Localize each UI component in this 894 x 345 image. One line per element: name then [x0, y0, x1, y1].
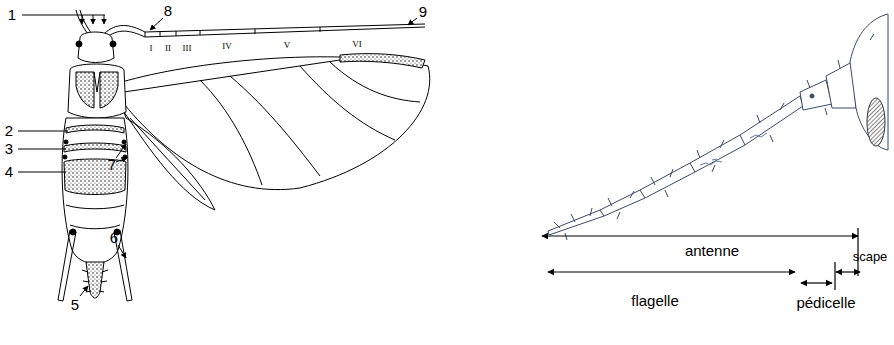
- label-holder: I: [150, 37, 153, 55]
- label-holder: III: [183, 37, 192, 55]
- segment-numeral: V: [284, 40, 291, 50]
- segment-numeral: VI: [352, 39, 362, 49]
- label-holder: pédicelle: [796, 294, 855, 312]
- label-holder: II: [165, 37, 171, 55]
- label-holder: 4: [5, 163, 13, 181]
- callout-number: 4: [5, 163, 13, 180]
- label-holder: 1: [8, 6, 16, 24]
- label-holder: flagelle: [631, 292, 679, 310]
- label-holder: 7: [108, 156, 116, 174]
- label-holder: 9: [419, 3, 427, 21]
- segment-numeral: III: [183, 43, 192, 53]
- label-holder: V: [284, 34, 291, 52]
- label-holder: 3: [5, 140, 13, 158]
- segment-numeral: I: [150, 43, 153, 53]
- callout-number: 3: [5, 140, 13, 157]
- callout-number: 8: [164, 2, 172, 19]
- part-name: flagelle: [631, 292, 679, 309]
- label-holder: 2: [5, 122, 13, 140]
- callout-number: 7: [108, 156, 116, 173]
- label-holder: VI: [352, 33, 362, 51]
- label-holder: 8: [164, 2, 172, 20]
- callout-number: 1: [8, 6, 16, 23]
- part-name: scape: [853, 249, 888, 264]
- label-holder: scape: [853, 247, 888, 265]
- label-holder: IV: [222, 35, 232, 53]
- callout-number: 6: [110, 229, 118, 246]
- callout-number: 9: [419, 3, 427, 20]
- segment-numeral: IV: [222, 41, 232, 51]
- part-name: pédicelle: [796, 294, 855, 311]
- label-holder: 6: [110, 229, 118, 247]
- part-name: antenne: [685, 242, 739, 259]
- callout-number: 2: [5, 122, 13, 139]
- callout-number: 5: [71, 296, 79, 313]
- segment-numeral: II: [165, 43, 171, 53]
- label-holder: antenne: [685, 242, 739, 260]
- label-holder: 5: [71, 296, 79, 314]
